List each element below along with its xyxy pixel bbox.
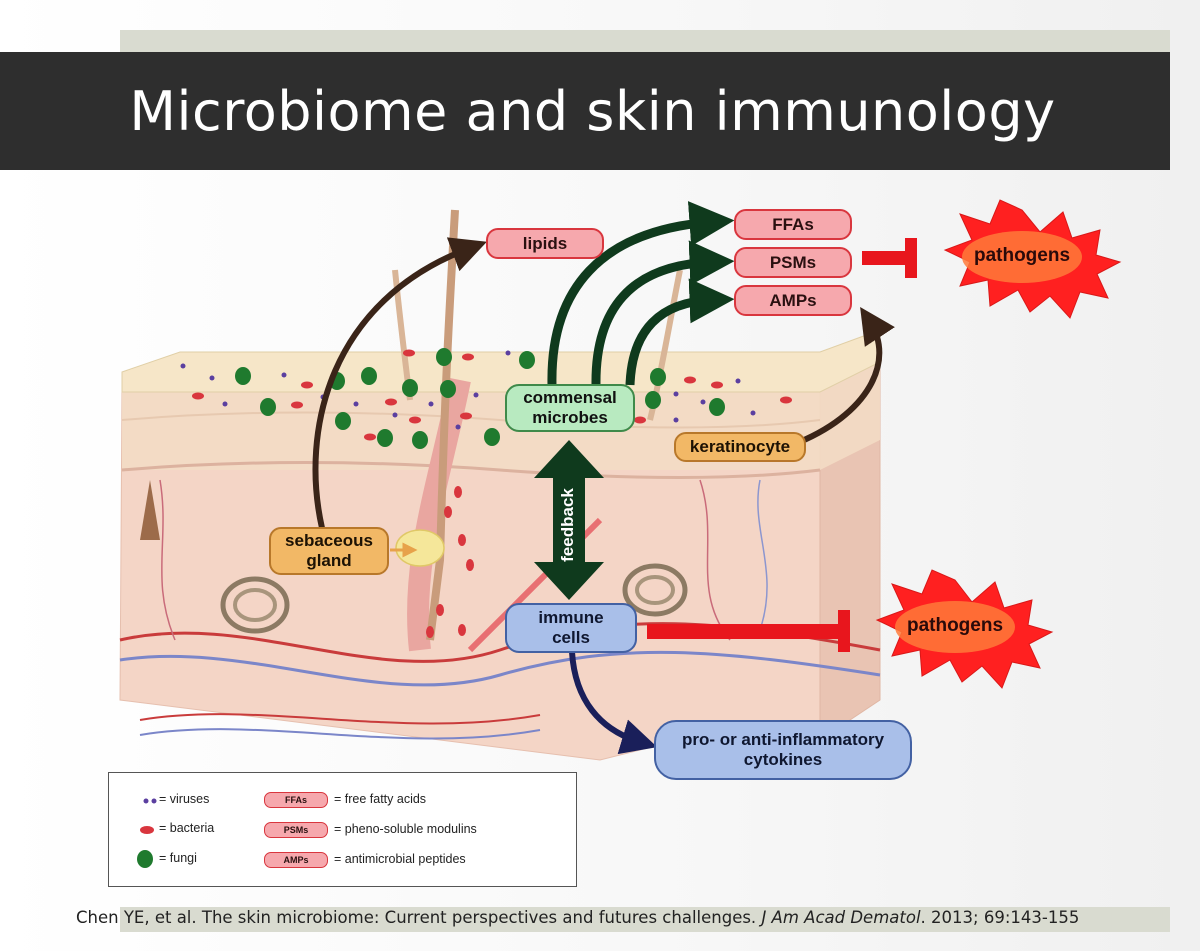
legend-viruses: = viruses bbox=[159, 792, 210, 806]
sweat-gland-right bbox=[622, 563, 688, 617]
inhibit-top bbox=[862, 238, 917, 278]
legend-fungi: = fungi bbox=[159, 851, 197, 865]
pathogens-label-bottom: pathogens bbox=[906, 615, 1004, 636]
commensal-line2: microbes bbox=[532, 408, 608, 427]
sebaceous-line2: gland bbox=[306, 551, 352, 570]
skin-surface bbox=[121, 329, 881, 393]
immune-cells-label: immune cells bbox=[505, 603, 637, 653]
arrow-keratinocyte-to-amps bbox=[790, 306, 895, 448]
pathogens-label-top: pathogens bbox=[973, 245, 1071, 266]
legend-psms-pill: PSMs bbox=[264, 822, 328, 838]
arrow-commensal-to-amps bbox=[625, 278, 735, 386]
slide-title: Microbiome and skin immunology bbox=[129, 80, 1056, 143]
amps-label: AMPs bbox=[734, 285, 852, 316]
immune-line1: immune bbox=[538, 608, 604, 628]
keratinocyte-label: keratinocyte bbox=[674, 432, 806, 462]
citation-prefix: Chen YE, et al. The skin microbiome: Cur… bbox=[76, 908, 762, 927]
hair-follicle bbox=[407, 377, 471, 652]
sebaceous-gland-label: sebaceous gland bbox=[269, 527, 389, 575]
top-accent-strip bbox=[120, 30, 1170, 52]
citation-suffix: . 2013; 69:143-155 bbox=[920, 908, 1080, 927]
legend-fungi-icon bbox=[137, 850, 153, 868]
commensal-line1: commensal bbox=[523, 388, 617, 408]
legend-amps-def: = antimicrobial peptides bbox=[334, 852, 466, 866]
citation: Chen YE, et al. The skin microbiome: Cur… bbox=[76, 908, 1079, 927]
bottom-accent-strip bbox=[120, 907, 1170, 932]
legend-virus-icon bbox=[143, 798, 157, 804]
surface-microbes bbox=[180, 348, 792, 638]
lipids-label: lipids bbox=[486, 228, 604, 259]
cytokines-line1: pro- or anti-inflammatory bbox=[681, 730, 885, 750]
cytokines-line2: cytokines bbox=[743, 750, 823, 769]
sebaceous-line1: sebaceous bbox=[285, 531, 373, 551]
inhibit-bottom bbox=[647, 610, 850, 652]
feedback-label: feedback bbox=[558, 488, 578, 562]
feedback-arrow bbox=[534, 440, 604, 600]
citation-journal: J Am Acad Dematol bbox=[761, 908, 921, 927]
hair-left-root bbox=[140, 480, 160, 540]
arrow-sebaceous-to-lipids bbox=[312, 237, 487, 529]
legend-psms-def: = pheno-soluble modulins bbox=[334, 822, 477, 836]
cytokines-label: pro- or anti-inflammatory cytokines bbox=[654, 720, 912, 780]
arrow-commensal-to-psms bbox=[591, 240, 735, 386]
commensal-microbes-label: commensal microbes bbox=[505, 384, 635, 432]
arrow-immune-to-cytokines bbox=[569, 651, 658, 755]
legend-bacteria: = bacteria bbox=[159, 821, 215, 835]
arrow-commensal-to-ffas bbox=[547, 201, 735, 386]
legend-ffas-pill: FFAs bbox=[264, 792, 328, 808]
title-bar bbox=[0, 52, 1170, 170]
legend-ffas-def: = free fatty acids bbox=[334, 792, 427, 806]
psms-label: PSMs bbox=[734, 247, 852, 278]
sebaceous-gland-shape bbox=[395, 529, 445, 567]
immune-line2: cells bbox=[552, 628, 590, 647]
legend-bacteria-icon bbox=[140, 826, 154, 834]
legend-box: = viruses = bacteria = fungi FFAs = free… bbox=[108, 772, 577, 887]
sweat-gland-left bbox=[220, 576, 290, 634]
legend-amps-pill: AMPs bbox=[264, 852, 328, 868]
ffas-label: FFAs bbox=[734, 209, 852, 240]
